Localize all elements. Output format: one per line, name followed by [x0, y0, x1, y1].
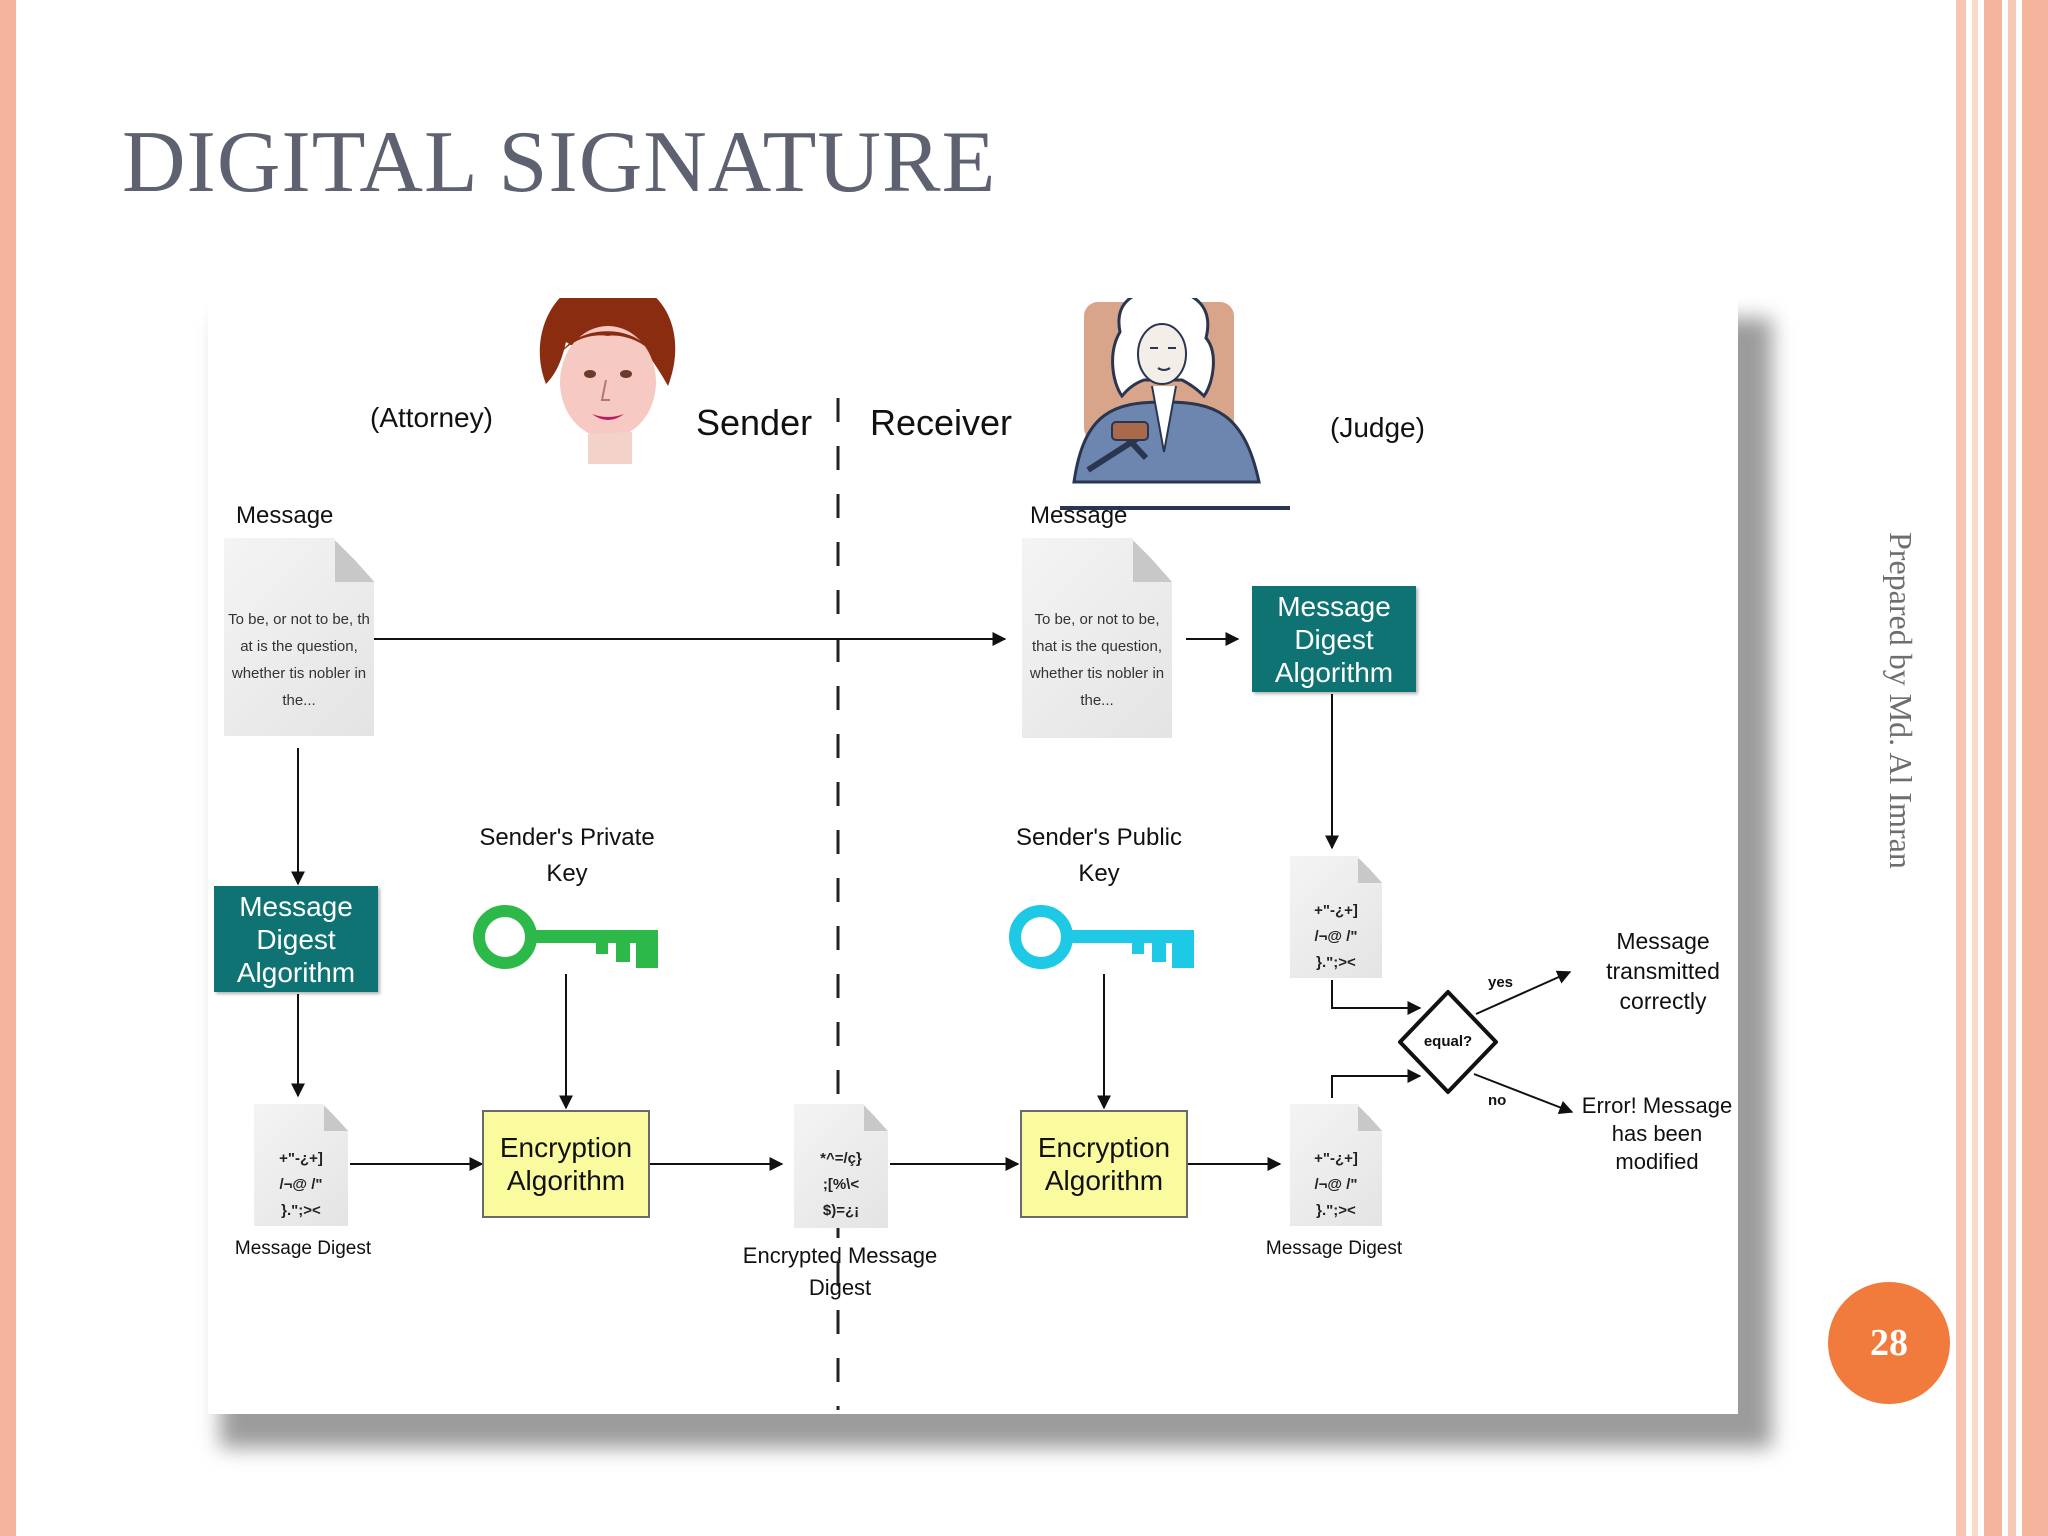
- error-result-text: Error! Message has been modified: [1581, 1093, 1733, 1174]
- connector-layer: [291, 398, 1574, 1410]
- attorney-label: (Attorney): [370, 402, 493, 433]
- sender-encryption-algorithm-box: Encryption Algorithm: [482, 1110, 650, 1218]
- equal-decision-diamond: [1398, 990, 1498, 1094]
- receiver-computed-digest-glyphs: +"-¿+] /¬@ /" }.";><: [1314, 902, 1358, 971]
- receiver-decrypted-digest-glyphs: +"-¿+] /¬@ /" }.";><: [1314, 1150, 1358, 1219]
- encrypted-digest-glyphs: *^=/ç} ;[%\< $)=¿¡: [820, 1150, 862, 1219]
- right-border-stripe: [2022, 0, 2048, 1536]
- right-border-stripe: [1972, 0, 1978, 1536]
- slide-title: DIGITAL SIGNATURE: [122, 114, 997, 211]
- no-arrow: [1473, 1073, 1574, 1114]
- sender-message-text: To be, or not to be, th at is the questi…: [228, 611, 370, 709]
- yes-arrow: [1475, 970, 1572, 1015]
- author-credit: Prepared by Md. Al Imran: [1883, 532, 1919, 869]
- receiver-encryption-algorithm-box: Encryption Algorithm: [1020, 1110, 1188, 1218]
- sender-message-label: Message: [236, 502, 334, 529]
- receiver-message-document: To be, or not to be, that is the questio…: [1022, 538, 1172, 738]
- no-label: no: [1488, 1092, 1507, 1109]
- receiver-decrypted-digest-document: +"-¿+] /¬@ /" }.";><: [1290, 1104, 1382, 1226]
- woman-face-icon: [539, 298, 676, 464]
- green-key-icon: [473, 905, 658, 969]
- digital-signature-diagram: (Attorney) Sender Receiver (Judge) Messa…: [208, 298, 1738, 1414]
- public-key-label: Sender's Public Key: [1015, 824, 1182, 887]
- left-border-bar: [0, 0, 16, 1536]
- right-border-stripe: [1956, 0, 1966, 1536]
- right-border-stripe: [2008, 0, 2016, 1536]
- receiver-digest-label: Message Digest: [1265, 1238, 1403, 1259]
- yes-label: yes: [1488, 974, 1514, 991]
- encrypted-digest-label: Encrypted Message Digest: [742, 1243, 938, 1300]
- receiver-message-text: To be, or not to be, that is the questio…: [1029, 611, 1165, 709]
- page-number-badge: 28: [1828, 1282, 1950, 1404]
- receiver-digest-algorithm-box: Message Digest Algorithm: [1252, 586, 1416, 692]
- judge-label: (Judge): [1330, 412, 1425, 443]
- sender-digest-label: Message Digest: [234, 1238, 372, 1259]
- private-key-label: Sender's Private Key: [479, 824, 655, 887]
- judge-icon: [1060, 298, 1290, 510]
- sender-digest-glyphs: +"-¿+] /¬@ /" }.";><: [279, 1150, 323, 1219]
- top-digest-to-compare-arrow: [1331, 980, 1422, 1015]
- cyan-key-icon: [1009, 905, 1194, 969]
- success-result-text: Message transmitted correctly: [1606, 928, 1720, 1014]
- sender-digest-algorithm-box: Message Digest Algorithm: [214, 886, 378, 992]
- bottom-digest-to-compare-arrow: [1331, 1069, 1422, 1098]
- sender-message-document: To be, or not to be, th at is the questi…: [224, 538, 374, 736]
- right-border-stripe: [1984, 0, 2002, 1536]
- receiver-computed-digest-document: +"-¿+] /¬@ /" }.";><: [1290, 856, 1382, 978]
- receiver-message-label: Message: [1030, 502, 1128, 529]
- sender-heading: Sender: [696, 402, 813, 443]
- encrypted-digest-document: *^=/ç} ;[%\< $)=¿¡: [794, 1104, 888, 1228]
- sender-digest-document: +"-¿+] /¬@ /" }.";><: [254, 1104, 348, 1226]
- receiver-heading: Receiver: [870, 402, 1013, 443]
- equal-decision-label: equal?: [1423, 1033, 1473, 1050]
